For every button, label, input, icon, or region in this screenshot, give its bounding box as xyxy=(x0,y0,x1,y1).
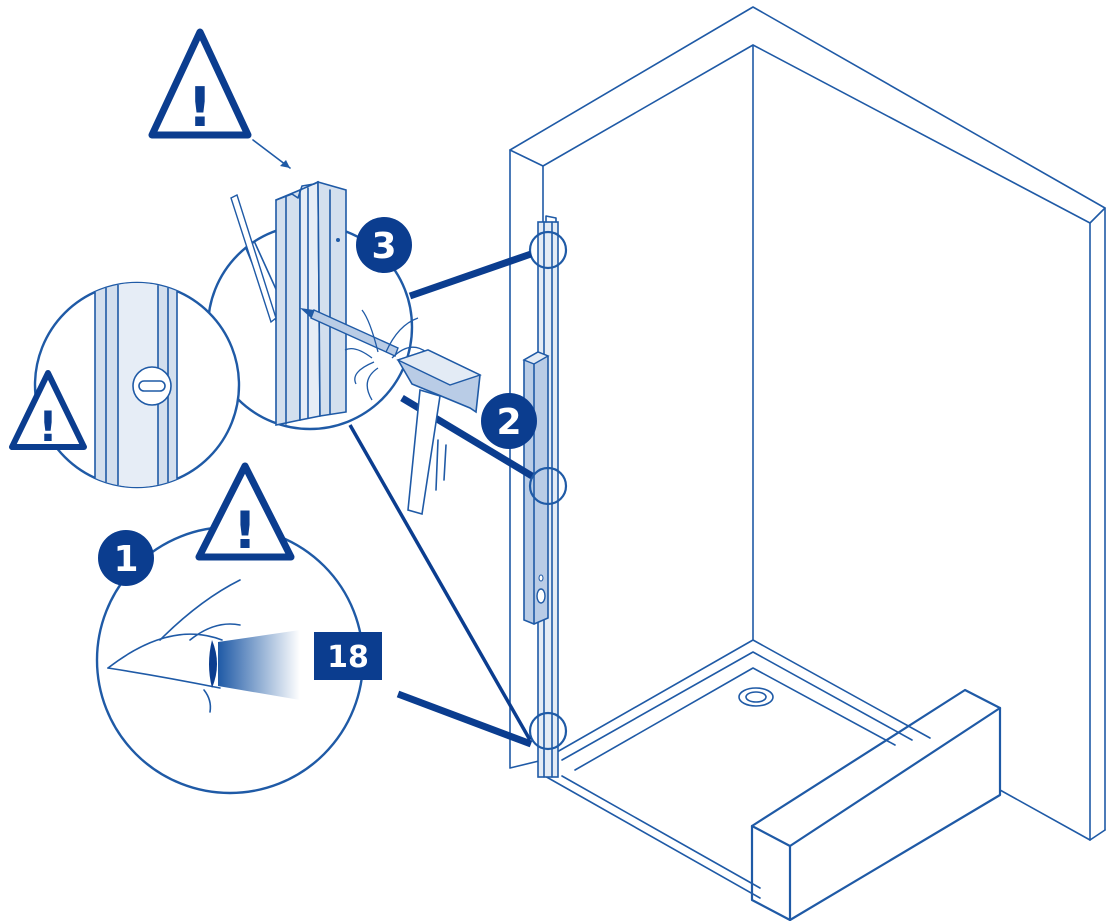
step-number-1: 1 xyxy=(113,539,138,580)
step-badge-2: 2 xyxy=(481,393,537,449)
step-badge-3: 3 xyxy=(356,217,412,273)
detail-visual-check: 18 xyxy=(95,525,382,795)
step-number-3: 3 xyxy=(371,226,396,267)
profile-closeup xyxy=(275,180,347,426)
warning-mark: ! xyxy=(233,501,257,561)
shower-room xyxy=(509,6,1106,921)
step-badge-1: 1 xyxy=(98,530,154,586)
left-wall xyxy=(509,6,1106,769)
warning-mark: ! xyxy=(38,402,57,451)
check-point-middle xyxy=(528,466,568,506)
shower-tray-icon xyxy=(542,639,1002,921)
eye-icon xyxy=(107,579,300,713)
warning-triangle-icon: ! xyxy=(195,462,295,561)
measurement-label: 18 xyxy=(327,640,369,675)
hammer-icon xyxy=(396,349,482,516)
spirit-level-icon xyxy=(522,351,550,625)
impact-burst xyxy=(344,309,427,401)
step-number-2: 2 xyxy=(496,402,521,443)
measurement-badge xyxy=(314,632,382,680)
check-point-bottom xyxy=(528,711,568,751)
warning-triangle-icon: ! xyxy=(148,28,252,139)
detail-marking-holes xyxy=(206,180,482,516)
warning-mark: ! xyxy=(188,76,213,139)
warning-triangle-icon: ! xyxy=(9,370,87,451)
detail-slot xyxy=(33,281,241,489)
check-point-top xyxy=(528,230,568,270)
